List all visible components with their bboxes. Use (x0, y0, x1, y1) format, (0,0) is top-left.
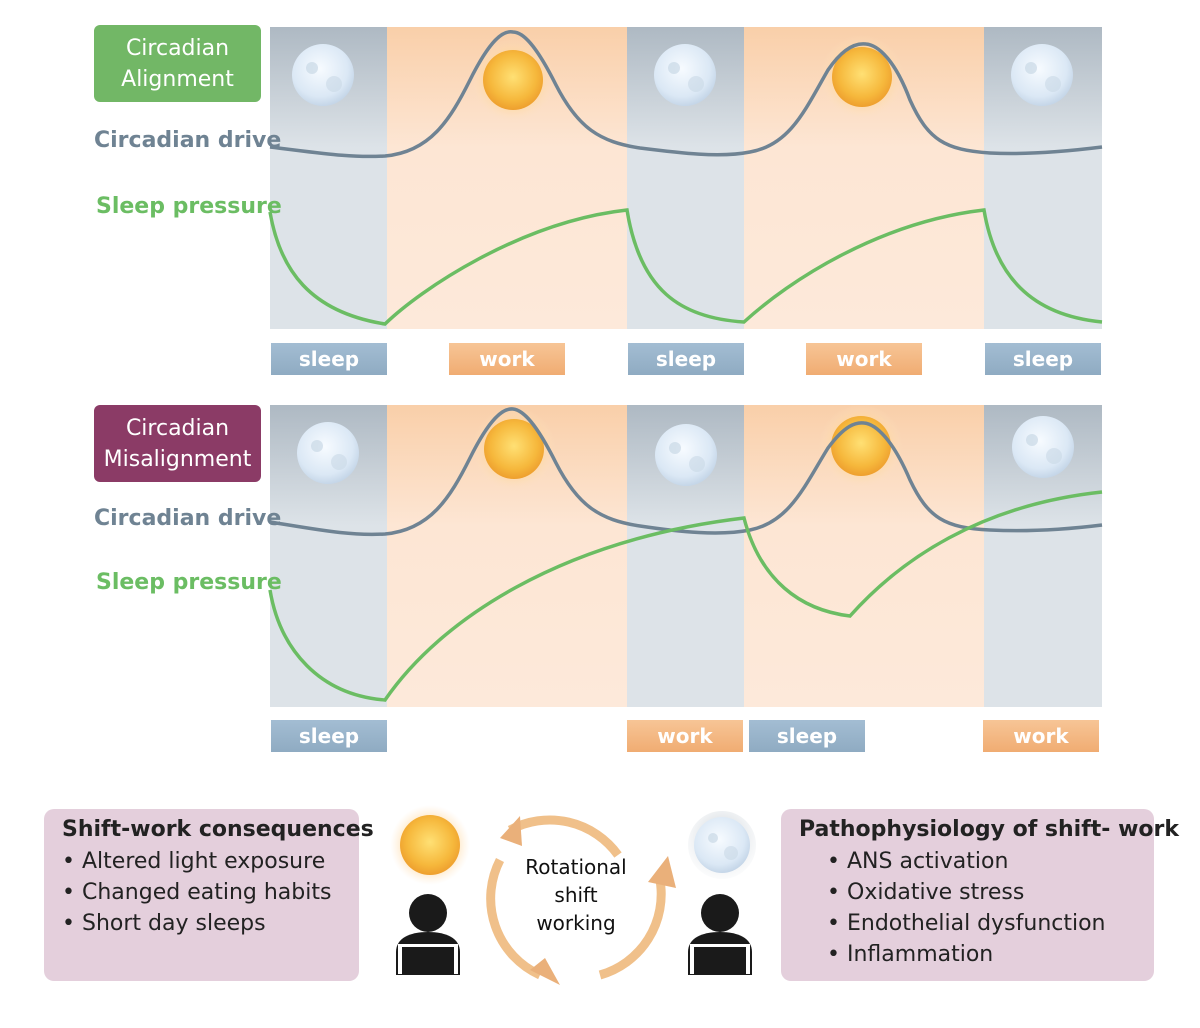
alignment-sleep-pressure-curve (268, 208, 1103, 326)
alignment-circadian-drive-curve (269, 30, 1103, 159)
moon-icon (654, 44, 716, 106)
rotation-line: working (536, 911, 616, 935)
rotation-line: shift (554, 883, 598, 907)
sun-icon (820, 35, 904, 119)
shift-work-consequences-panel: Shift-work consequences Altered light ex… (44, 809, 374, 981)
misalignment-circadian-drive-curve (269, 407, 1103, 537)
moon-icon (292, 44, 354, 106)
list-item: Changed eating habits (62, 877, 341, 908)
circadian-misalignment-tag: Circadian Misalignment (94, 405, 261, 482)
list-item: Inflammation (827, 939, 1136, 970)
misalignment-timeline-background (270, 405, 1102, 707)
sun-icon (472, 407, 556, 491)
sleep-pressure-label: Sleep pressure (96, 570, 282, 595)
sleep-bar: sleep (271, 343, 387, 375)
moon-icon (297, 422, 359, 484)
list-item: Endothelial dysfunction (827, 908, 1136, 939)
sleep-bar: sleep (749, 720, 865, 752)
circadian-drive-label: Circadian drive (94, 128, 282, 153)
list-item: Oxidative stress (827, 877, 1136, 908)
consequences-list: Altered light exposure Changed eating ha… (62, 846, 341, 939)
tag-line-2: Misalignment (103, 446, 252, 472)
cycle-arrows-icon (486, 815, 676, 985)
sleep-pressure-label: Sleep pressure (96, 194, 282, 219)
rotation-line: Rotational (525, 855, 627, 879)
sleep-bar: sleep (271, 720, 387, 752)
list-item: Altered light exposure (62, 846, 341, 877)
moon-icon (655, 424, 717, 486)
moon-icon (1011, 44, 1073, 106)
list-item: ANS activation (827, 846, 1136, 877)
person-laptop-icon (688, 894, 752, 975)
work-bar: work (449, 343, 565, 375)
tag-line-2: Alignment (121, 66, 234, 92)
moon-icon (1012, 416, 1074, 478)
list-item: Short day sleeps (62, 908, 341, 939)
consequences-title: Shift-work consequences (62, 817, 374, 842)
misalignment-sleep-pressure-curve (268, 490, 1103, 702)
work-bar: work (806, 343, 922, 375)
sun-icon (390, 805, 470, 885)
pathophysiology-panel: Pathophysiology of shift- work ANS activ… (781, 809, 1180, 981)
moon-icon (688, 811, 756, 879)
tag-line-1: Circadian (125, 415, 230, 441)
person-laptop-icon (396, 894, 460, 975)
circadian-alignment-tag: Circadian Alignment (94, 25, 261, 102)
rotational-shift-label: Rotational shift working (514, 853, 638, 937)
tag-line-1: Circadian (125, 35, 230, 61)
work-bar: work (983, 720, 1099, 752)
pathophysiology-title: Pathophysiology of shift- work (799, 817, 1180, 842)
pathophysiology-list: ANS activation Oxidative stress Endothel… (799, 846, 1136, 970)
circadian-drive-label: Circadian drive (94, 506, 282, 531)
sleep-bar: sleep (985, 343, 1101, 375)
sleep-bar: sleep (628, 343, 744, 375)
sun-icon (471, 38, 555, 122)
work-bar: work (627, 720, 743, 752)
